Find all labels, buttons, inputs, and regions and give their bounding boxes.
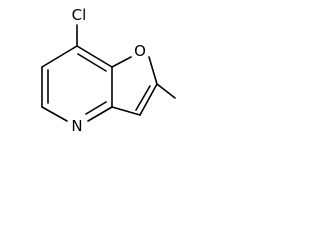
bond-n4-c3a — [87, 106, 113, 122]
bond-c7a-c7 — [76, 45, 113, 68]
structure-diagram: Cl O N — [41, 6, 176, 135]
bond-c7-c6 — [41, 45, 78, 68]
nitrogen-atom-label: N — [71, 117, 82, 135]
bond-c2-methyl — [156, 83, 176, 99]
bond-o1-c2 — [148, 56, 158, 85]
bond-c2-c3-double — [135, 85, 151, 111]
chlorine-atom-label: Cl — [72, 6, 87, 24]
bond-c7a-o1 — [111, 56, 132, 68]
bond-c7a-c7-double — [77, 53, 107, 72]
bond-c2-c3 — [139, 83, 158, 116]
oxygen-atom-label: O — [134, 42, 146, 60]
bond-c3-c3a — [111, 106, 141, 116]
bond-n4-c3a-double — [85, 101, 107, 115]
bond-c5-n4 — [41, 106, 68, 122]
